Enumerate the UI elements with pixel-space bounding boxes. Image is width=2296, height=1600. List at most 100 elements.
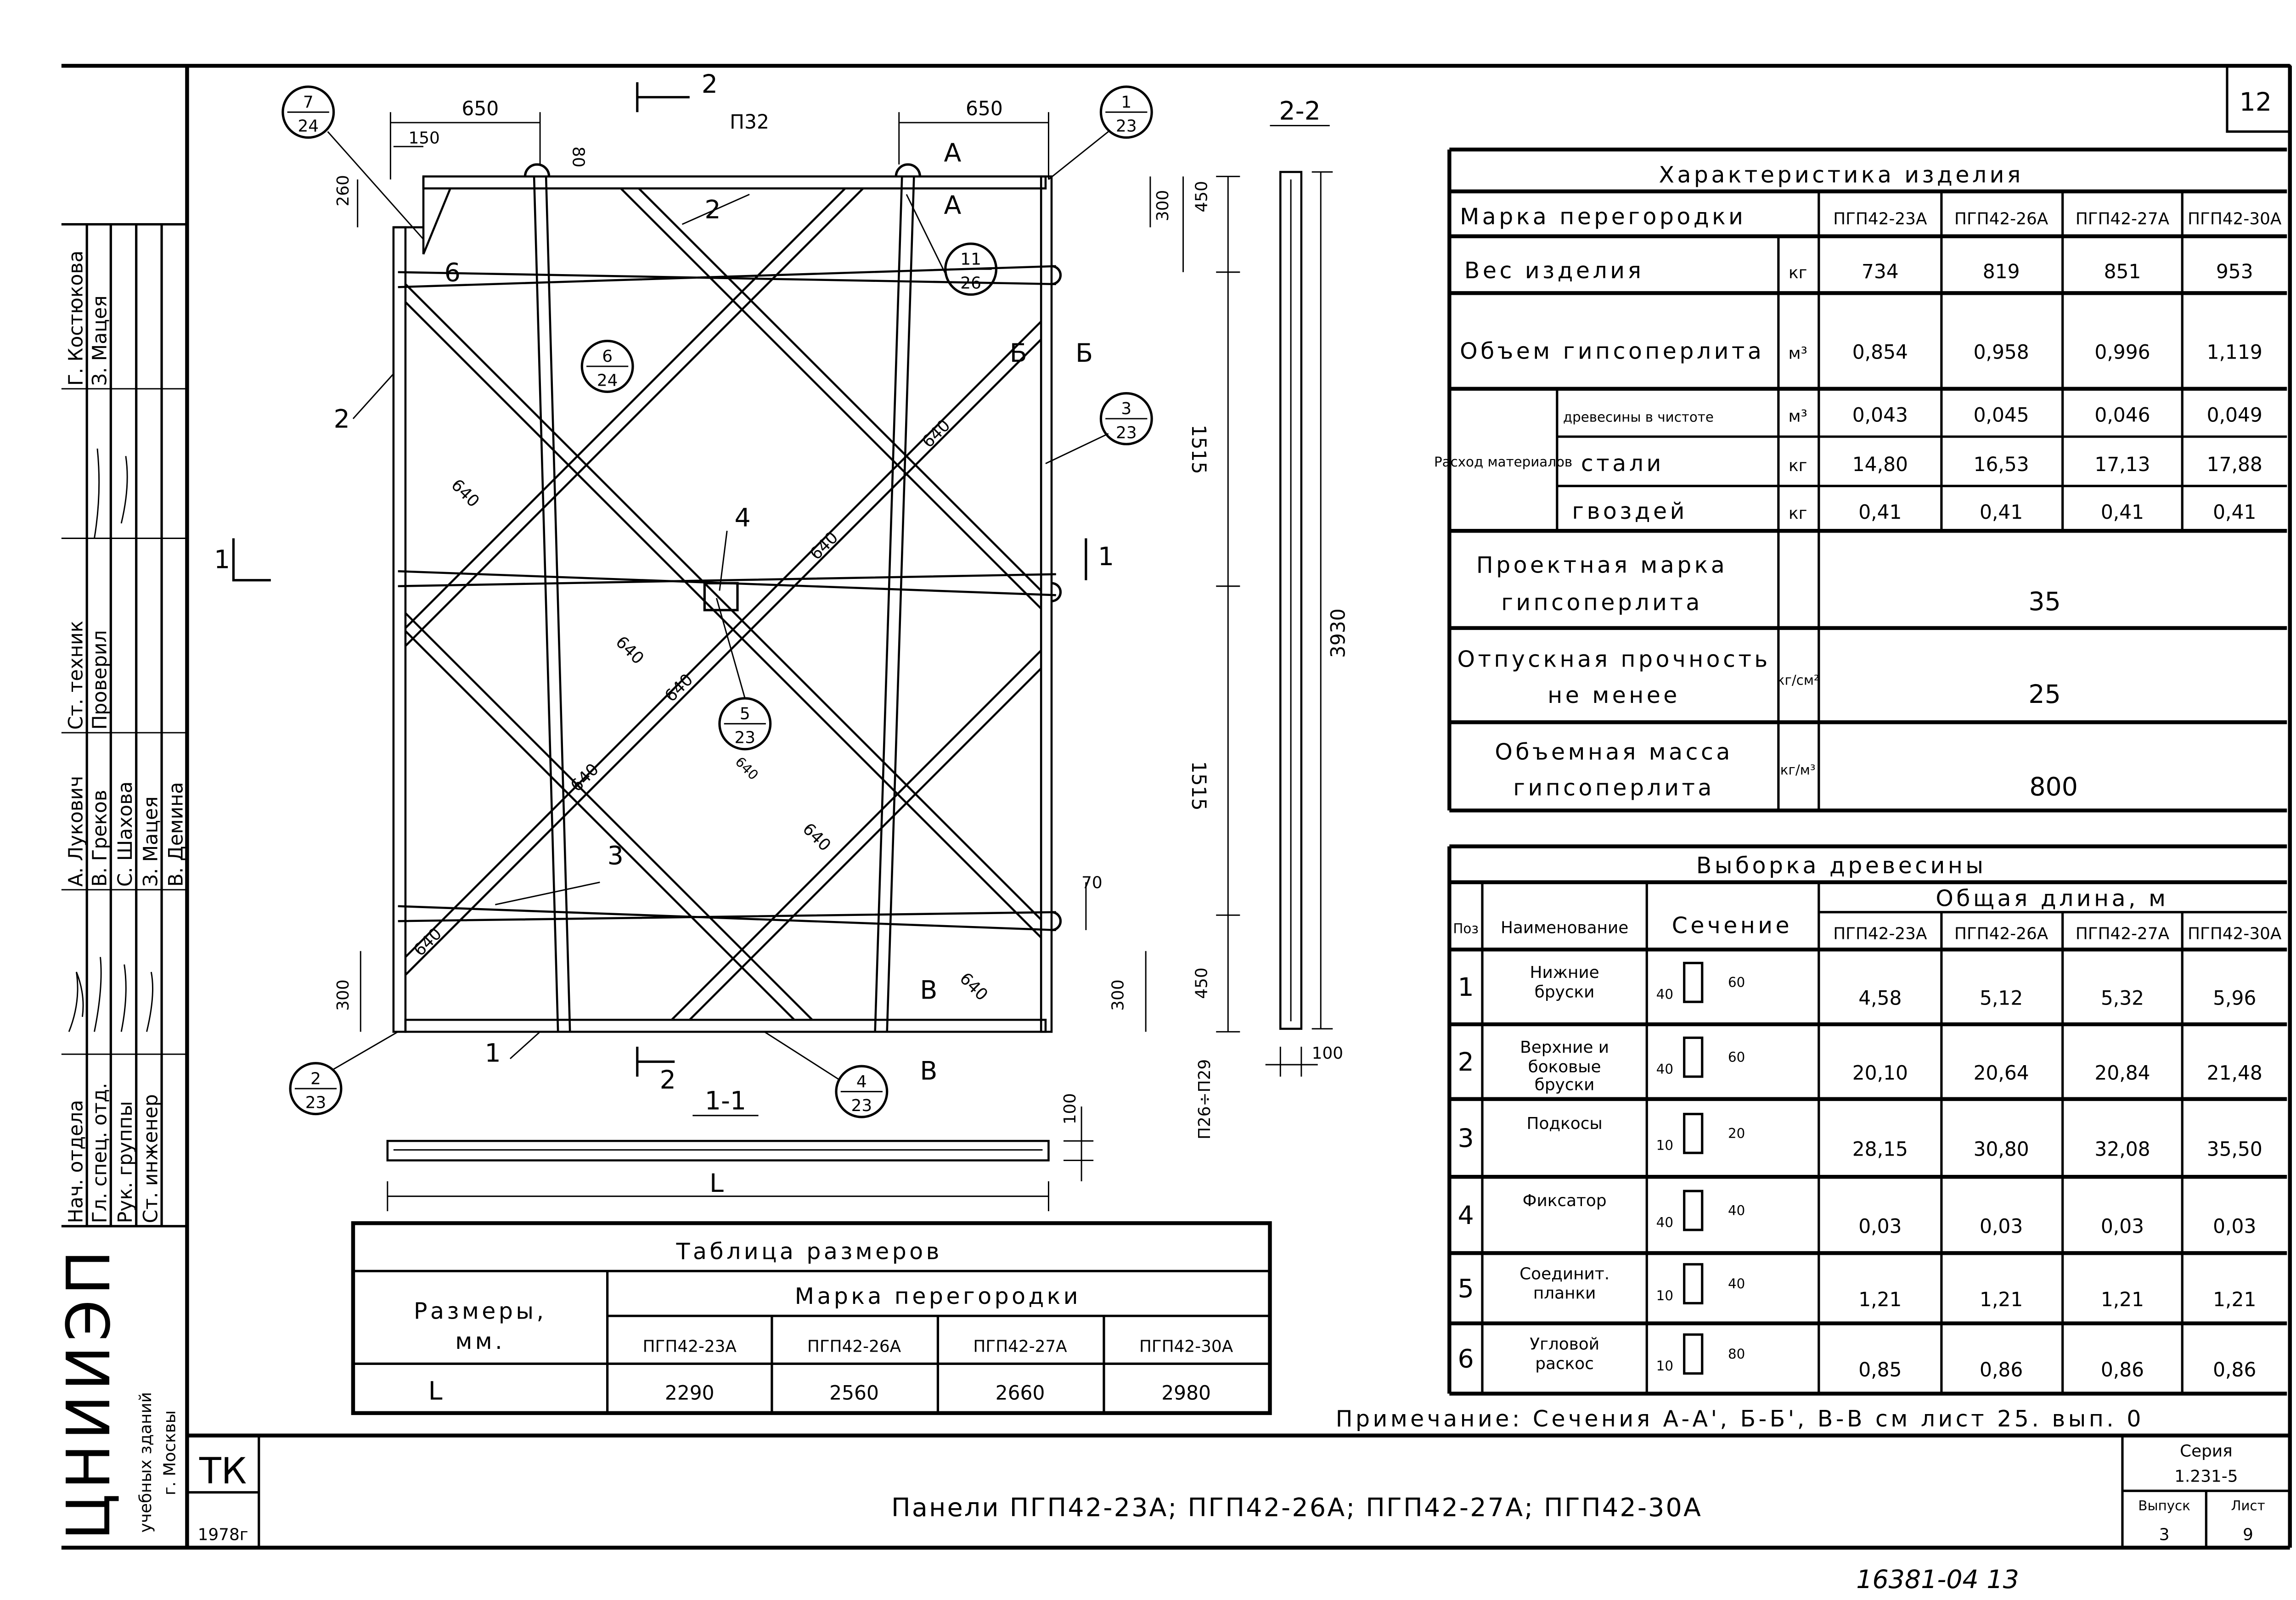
svg-text:450: 450 <box>1193 967 1211 999</box>
svg-text:23: 23 <box>1116 117 1137 136</box>
timber-pos: 2 <box>1458 1048 1474 1077</box>
timber-length: 5,96 <box>2213 987 2256 1010</box>
svg-text:Марка перегородки: Марка перегородки <box>1460 204 1746 230</box>
svg-text:0,41: 0,41 <box>1858 501 1902 523</box>
svg-text:2: 2 <box>704 196 720 225</box>
timber-length: 5,32 <box>2101 987 2144 1010</box>
svg-text:1: 1 <box>1121 93 1131 112</box>
svg-text:ПГП42-23А: ПГП42-23А <box>1833 924 1927 943</box>
svg-text:ПГП42-27А: ПГП42-27А <box>2076 210 2170 229</box>
svg-text:640: 640 <box>661 670 697 706</box>
brace-line <box>405 612 814 1020</box>
svg-text:300: 300 <box>1154 190 1172 221</box>
year-label: 1978г <box>198 1526 248 1544</box>
svg-text:Общая длина, м: Общая длина, м <box>1936 886 2168 912</box>
timber-pos: 4 <box>1458 1201 1474 1230</box>
svg-text:ПГП42-27А: ПГП42-27А <box>2076 924 2170 943</box>
svg-text:35: 35 <box>2028 587 2060 617</box>
series-label: Серия <box>2180 1442 2233 1460</box>
signer-name: А. Лукович <box>64 776 87 887</box>
svg-text:0,854: 0,854 <box>1852 341 1908 364</box>
callout-4-23: 423 <box>835 1065 889 1118</box>
svg-text:150: 150 <box>408 129 439 148</box>
svg-text:Сечение: Сечение <box>1672 912 1792 938</box>
svg-text:м³: м³ <box>1789 407 1807 426</box>
panel-elevation <box>392 163 1062 1033</box>
timber-length: 4,58 <box>1858 987 1902 1010</box>
callout-1-23: 123 <box>1099 85 1153 139</box>
svg-text:14,80: 14,80 <box>1852 453 1908 476</box>
section-1-1: 1-1 L 100 <box>386 1087 1094 1212</box>
svg-text:734: 734 <box>1862 260 1899 283</box>
timber-length: 5,12 <box>1980 987 2023 1010</box>
svg-text:П26÷П29: П26÷П29 <box>1195 1059 1214 1140</box>
note-text: Примечание: Сечения А-А', Б-Б', В-В см л… <box>1336 1406 2144 1432</box>
timber-section-icon <box>1683 961 1704 1003</box>
svg-text:23: 23 <box>305 1093 326 1112</box>
svg-text:кг: кг <box>1789 456 1807 475</box>
svg-text:Марка перегородки: Марка перегородки <box>795 1283 1081 1309</box>
timber-name: Фиксатор <box>1523 1191 1607 1210</box>
svg-text:819: 819 <box>1983 260 2020 283</box>
svg-text:0,043: 0,043 <box>1852 404 1908 426</box>
timber-name: боковые <box>1528 1057 1601 1076</box>
timber-section-icon <box>1683 1036 1704 1078</box>
svg-text:1: 1 <box>1098 542 1114 572</box>
section-height: 40 <box>1728 1202 1745 1218</box>
svg-text:ПГП42-30А: ПГП42-30А <box>1139 1337 1233 1356</box>
svg-text:4: 4 <box>856 1072 867 1091</box>
svg-text:Наименование: Наименование <box>1501 918 1628 937</box>
svg-text:Б: Б <box>1075 339 1093 368</box>
svg-text:24: 24 <box>298 117 319 136</box>
timber-length: 35,50 <box>2207 1138 2262 1161</box>
sheet-value: 9 <box>2243 1526 2253 1544</box>
timber-name: раскос <box>1535 1354 1594 1373</box>
signer-name: В. Греков <box>89 790 111 887</box>
svg-text:Объемная масса: Объемная масса <box>1495 739 1733 765</box>
svg-text:4: 4 <box>734 503 750 533</box>
svg-text:Проектная марка: Проектная марка <box>1476 552 1728 578</box>
timber-pos: 3 <box>1458 1124 1474 1153</box>
timber-length: 0,03 <box>1858 1215 1902 1237</box>
section-height: 40 <box>1728 1276 1745 1291</box>
signature <box>68 448 153 1032</box>
brace-line <box>405 630 796 1020</box>
svg-text:650: 650 <box>966 97 1003 120</box>
svg-text:23: 23 <box>1116 423 1137 442</box>
drawing-title: Панели ПГП42-23А; ПГП42-26А; ПГП42-27А; … <box>891 1493 1702 1523</box>
svg-text:2660: 2660 <box>996 1382 1045 1404</box>
timber-pos: 6 <box>1458 1345 1474 1374</box>
svg-text:17,13: 17,13 <box>2094 453 2150 476</box>
svg-text:11: 11 <box>960 250 981 269</box>
svg-text:ПГП42-26А: ПГП42-26А <box>1954 210 2048 229</box>
svg-text:26: 26 <box>960 274 981 293</box>
approval-stamp: Нач. отдела Гл. спец. отд. Рук. группы С… <box>61 223 187 1228</box>
svg-text:Объем гипсоперлита: Объем гипсоперлита <box>1460 338 1764 365</box>
svg-text:ПГП42-27А: ПГП42-27А <box>973 1337 1067 1356</box>
svg-text:640: 640 <box>799 820 834 855</box>
series-value: 1.231-5 <box>2174 1467 2238 1486</box>
svg-text:ПГП42-23А: ПГП42-23А <box>643 1337 737 1356</box>
svg-text:1-1: 1-1 <box>705 1087 746 1116</box>
svg-text:Вес изделия: Вес изделия <box>1464 258 1644 284</box>
section-2-2: 2-2 3930 100 П26÷П29 <box>1195 97 1349 1140</box>
svg-text:2: 2 <box>334 405 350 434</box>
callout-7-24: 724 <box>281 85 335 139</box>
svg-text:640: 640 <box>918 416 954 451</box>
svg-text:А: А <box>944 139 961 168</box>
svg-text:70: 70 <box>1081 874 1103 893</box>
archive-number: 16381-04 13 <box>1856 1565 2019 1594</box>
svg-text:640: 640 <box>447 476 483 511</box>
org-logo: ЦНИИЭП учебных зданий г. Москвы <box>54 1246 179 1540</box>
sheet-number: 12 <box>2240 88 2272 117</box>
timber-length: 1,21 <box>1980 1288 2023 1311</box>
brace-line <box>688 667 1041 1020</box>
svg-text:1515: 1515 <box>1187 425 1210 474</box>
svg-text:0,41: 0,41 <box>2213 501 2256 523</box>
timber-length: 20,84 <box>2094 1062 2150 1084</box>
svg-text:7: 7 <box>303 93 314 112</box>
